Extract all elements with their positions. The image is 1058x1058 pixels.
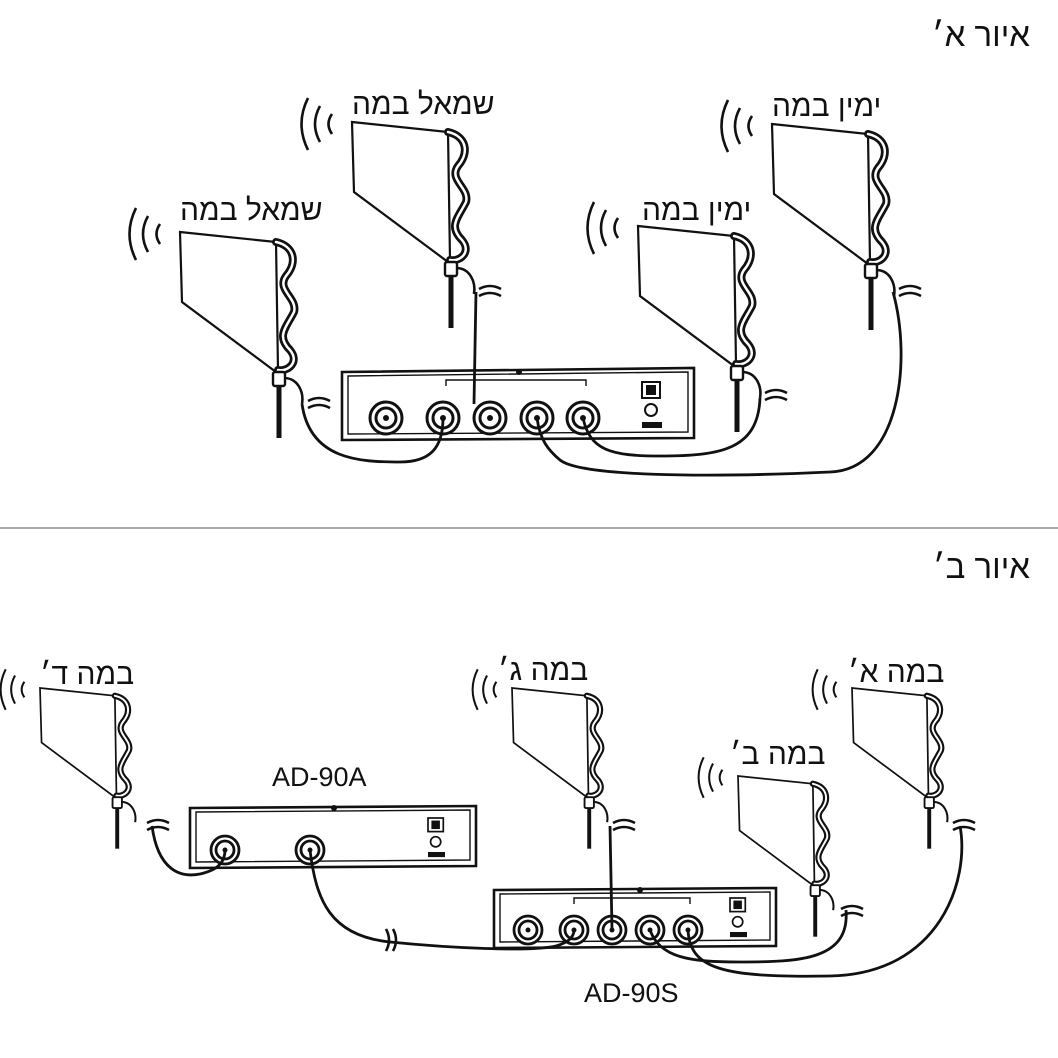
antenna-label-stage-c: במה ג׳ xyxy=(498,654,589,687)
coax-cable-icon xyxy=(300,291,903,477)
amplifier-model-label: AD-90A xyxy=(272,762,367,792)
antenna-label-right-stage: ימין במה xyxy=(642,194,752,227)
figure-a-title: איור א׳ xyxy=(931,16,1030,53)
paddle-antenna-icon xyxy=(130,208,303,438)
antenna-label-stage-a: במה א׳ xyxy=(848,656,945,689)
antenna-label-left-stage: שמאל במה xyxy=(180,194,323,227)
paddle-antenna-icon xyxy=(473,669,608,848)
figure-b xyxy=(1,669,977,978)
splitter-model-label: AD-90S xyxy=(584,978,679,1008)
antenna-splitter-icon xyxy=(492,886,778,950)
antenna-splitter-icon xyxy=(340,366,696,442)
antenna-label-right-stage-top: ימין במה xyxy=(772,90,882,123)
coax-cable-icon xyxy=(150,825,964,978)
antenna-label-left-stage-top: שמאל במה xyxy=(352,88,495,121)
figure-b-title: איור ב׳ xyxy=(932,548,1030,585)
antenna-amplifier-icon xyxy=(188,804,478,870)
figure-a xyxy=(130,98,923,477)
antenna-label-stage-b: במה ב׳ xyxy=(730,738,826,771)
antenna-label-stage-d: במה ד׳ xyxy=(40,658,135,691)
paddle-antenna-icon xyxy=(1,669,136,848)
paddle-antenna-icon xyxy=(302,98,475,328)
paddle-antenna-icon xyxy=(813,669,948,848)
